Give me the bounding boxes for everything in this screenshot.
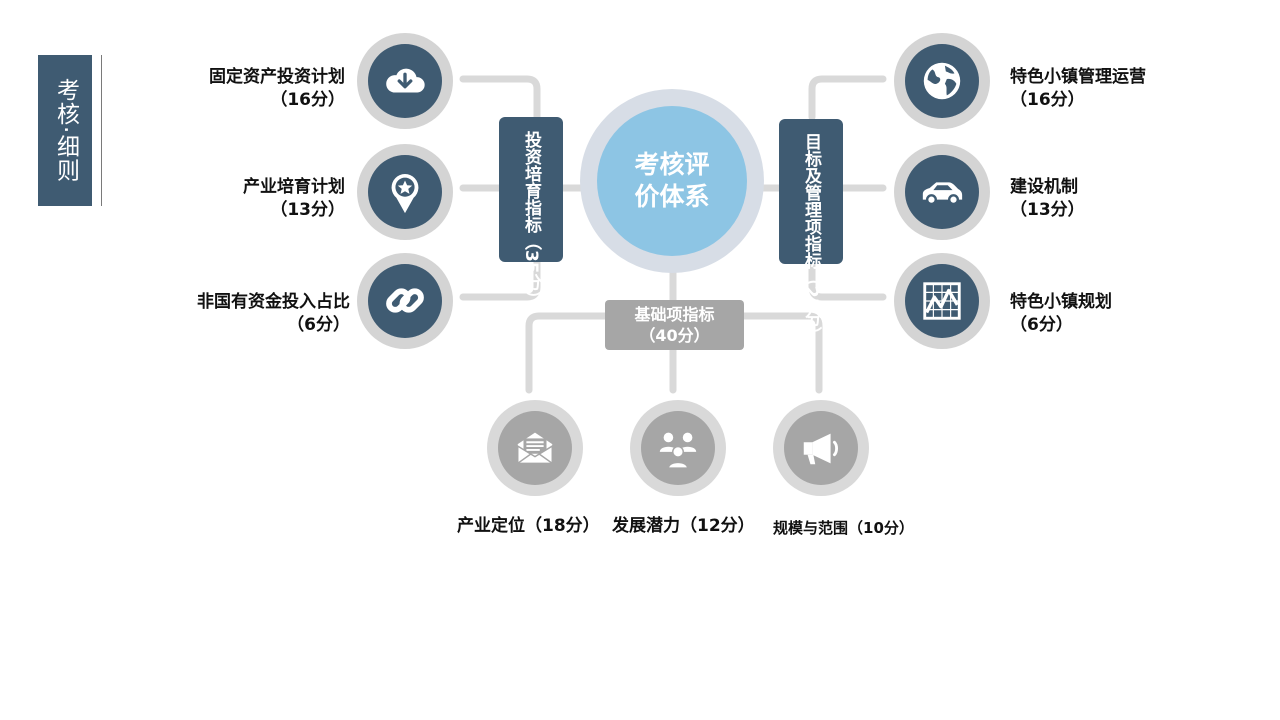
left-item-2-node <box>357 144 453 240</box>
hub-title-line1: 考核评 <box>634 150 710 179</box>
right-item-1-node <box>894 33 990 129</box>
megaphone-icon <box>803 433 839 465</box>
bottom-item-3-node <box>773 400 869 496</box>
category-left-label: 投资培育指标（35分） <box>521 131 541 308</box>
right-item-2-label: 建设机制 （13分） <box>1010 176 1085 222</box>
left-item-3-name: 非国有资金投入占比 <box>197 292 350 312</box>
bottom-item-3-label: 规模与范围（10分） <box>773 519 914 537</box>
right-item-1-label: 特色小镇管理运营 （16分） <box>1010 66 1146 112</box>
bottom-item-2-node <box>630 400 726 496</box>
hub-circle: 考核评 价体系 <box>597 106 747 256</box>
globe-icon <box>923 62 961 100</box>
line-chart-icon <box>923 282 961 320</box>
left-item-1-label: 固定资产投资计划 （16分） <box>209 66 345 112</box>
right-item-3-score: （6分） <box>1010 315 1073 335</box>
right-item-2-score: （13分） <box>1010 200 1085 220</box>
envelope-icon <box>517 432 553 465</box>
category-bottom-line1: 基础项指标 <box>634 305 715 324</box>
category-left-box: 投资培育指标（35分） <box>499 117 563 308</box>
bottom-item-1-label: 产业定位（18分） <box>457 516 600 536</box>
right-item-2-name: 建设机制 <box>1010 177 1078 197</box>
category-right-label: 目标及管理项指标（25分） <box>801 133 821 344</box>
bottom-item-2-label: 发展潜力（12分） <box>612 516 755 536</box>
chain-link-icon <box>386 288 424 313</box>
category-bottom-line2: （40分） <box>639 326 710 345</box>
category-bottom-box: 基础项指标 （40分） <box>605 300 744 350</box>
left-item-1-node <box>357 33 453 129</box>
left-item-3-node <box>357 253 453 349</box>
map-pin-star-icon <box>391 174 419 214</box>
left-item-1-name: 固定资产投资计划 <box>209 67 345 87</box>
right-item-3-name: 特色小镇规划 <box>1010 292 1112 312</box>
side-title: 考核·细则 <box>52 78 79 183</box>
left-item-3-label: 非国有资金投入占比 （6分） <box>197 291 350 337</box>
right-item-3-label: 特色小镇规划 （6分） <box>1010 291 1112 337</box>
category-right-box: 目标及管理项指标（25分） <box>779 119 843 344</box>
people-group-icon <box>659 432 697 469</box>
bottom-item-1-node <box>487 400 583 496</box>
cloud-download-icon <box>386 68 425 93</box>
left-item-2-name: 产业培育计划 <box>243 177 345 197</box>
car-icon <box>922 182 963 206</box>
left-item-2-label: 产业培育计划 （13分） <box>243 176 345 222</box>
side-title-tab: 考核·细则 <box>38 55 92 206</box>
side-divider <box>101 55 102 206</box>
right-item-2-node <box>894 144 990 240</box>
right-item-1-name: 特色小镇管理运营 <box>1010 67 1146 87</box>
left-item-1-score: （16分） <box>270 90 345 110</box>
hub-title-line2: 价体系 <box>634 182 710 211</box>
right-item-1-score: （16分） <box>1010 90 1085 110</box>
left-item-3-score: （6分） <box>287 315 350 335</box>
right-item-3-node <box>894 253 990 349</box>
left-item-2-score: （13分） <box>270 200 345 220</box>
